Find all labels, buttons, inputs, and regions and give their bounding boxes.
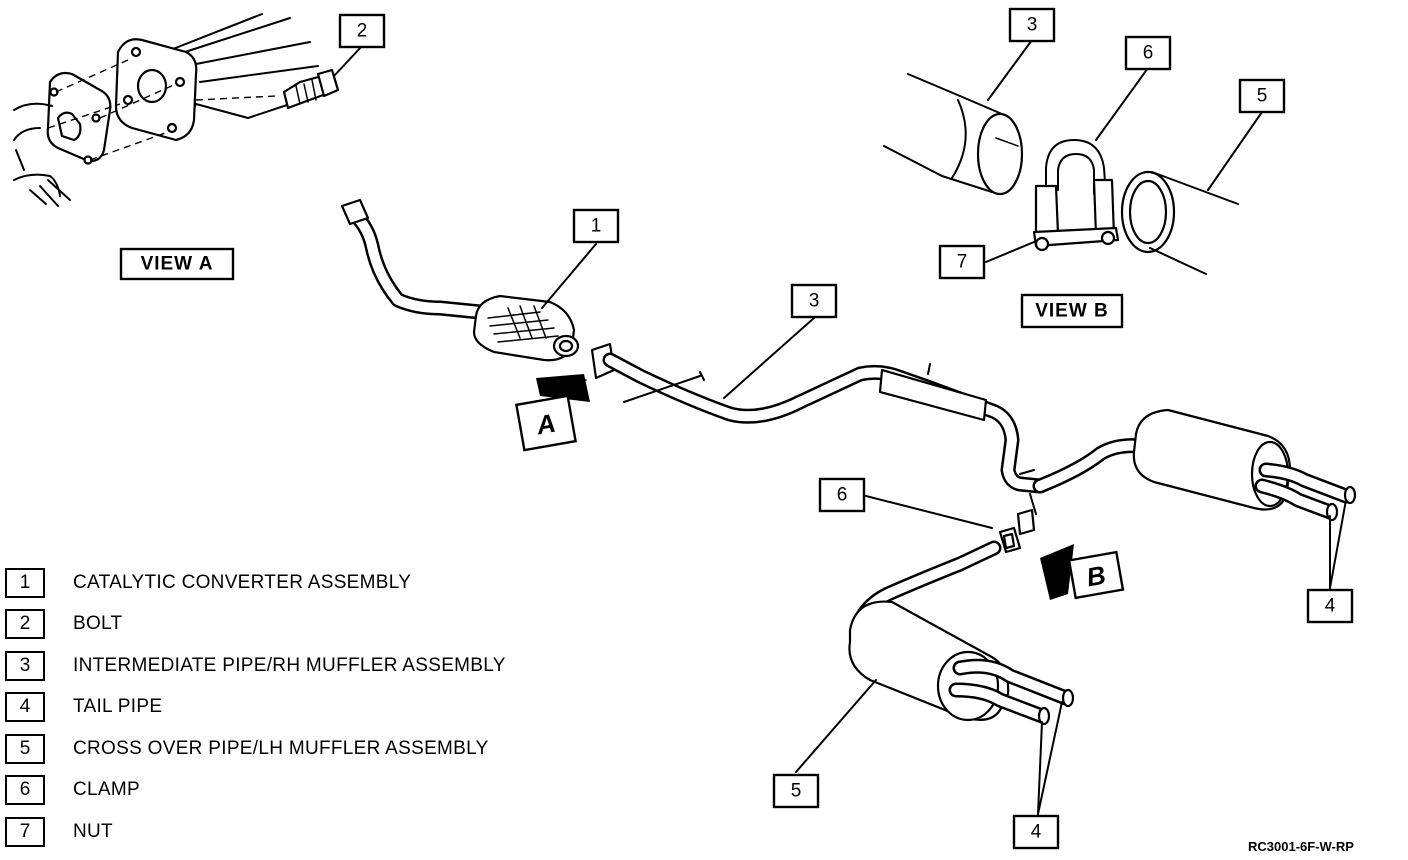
- part-number-6: 6: [837, 485, 848, 506]
- legend-number: 7: [5, 816, 45, 847]
- view-b-part-number-5-box: 5: [1238, 78, 1286, 114]
- part-number-4-rh-box: 4: [1306, 588, 1354, 624]
- legend-label: INTERMEDIATE PIPE/RH MUFFLER ASSEMBLY: [73, 654, 506, 676]
- view-b-part-number-6-box: 6: [1124, 35, 1172, 71]
- legend-label: CLAMP: [73, 779, 140, 801]
- legend-row: 1 CATALYTIC CONVERTER ASSEMBLY: [5, 562, 605, 604]
- leader-lines: [333, 39, 1347, 815]
- part-number-4-lh-box: 4: [1012, 814, 1060, 850]
- view-arrow-b: [1040, 544, 1125, 600]
- catalytic-converter-graphic: [472, 294, 580, 362]
- view-a-label-box: VIEW A: [119, 247, 235, 281]
- part-number-3: 3: [809, 291, 820, 312]
- view-b-detail: [883, 73, 1239, 275]
- legend-label: TAIL PIPE: [73, 696, 163, 718]
- part-number-2: 2: [357, 21, 368, 42]
- legend-label: BOLT: [73, 613, 123, 635]
- view-b-part-number-7: 7: [957, 252, 968, 273]
- bolt-graphic: [282, 68, 340, 110]
- legend-row: 6 CLAMP: [5, 770, 605, 812]
- view-a-label: VIEW A: [141, 254, 214, 275]
- part-number-1: 1: [591, 216, 602, 237]
- view-b-label-box: VIEW B: [1020, 293, 1124, 329]
- view-b-part-number-3-box: 3: [1008, 7, 1056, 43]
- legend-label: CATALYTIC CONVERTER ASSEMBLY: [73, 571, 412, 593]
- legend-row: 4 TAIL PIPE: [5, 687, 605, 729]
- legend-row: 5 CROSS OVER PIPE/LH MUFFLER ASSEMBLY: [5, 728, 605, 770]
- legend-number: 5: [5, 733, 45, 764]
- part-number-5: 5: [791, 781, 802, 802]
- part-number-4-lh: 4: [1031, 822, 1042, 843]
- callout-letter-b: B: [1084, 560, 1108, 593]
- view-b-label: VIEW B: [1035, 301, 1109, 322]
- legend-number: 3: [5, 650, 45, 681]
- view-b-part-number-5: 5: [1257, 86, 1268, 107]
- part-number-2-box: 2: [338, 13, 386, 49]
- legend-label: NUT: [73, 820, 113, 842]
- figure-code: RC3001-6F-W-RP: [1248, 839, 1354, 854]
- part-number-5-box: 5: [772, 773, 820, 809]
- legend-number: 2: [5, 609, 45, 640]
- legend-number: 1: [5, 567, 45, 598]
- view-b-part-number-7-box: 7: [938, 244, 986, 280]
- view-b-part-number-6: 6: [1143, 43, 1154, 64]
- legend-row: 2 BOLT: [5, 604, 605, 646]
- legend-row: 3 INTERMEDIATE PIPE/RH MUFFLER ASSEMBLY: [5, 645, 605, 687]
- legend-number: 4: [5, 692, 45, 723]
- exhaust-assembly: [340, 198, 1357, 726]
- parts-legend: 1 CATALYTIC CONVERTER ASSEMBLY 2 BOLT 3 INTER…: [5, 562, 605, 853]
- view-a-detail: [13, 13, 340, 207]
- view-b-part-number-3: 3: [1027, 15, 1038, 36]
- view-arrow-a: [515, 374, 590, 452]
- legend-label: CROSS OVER PIPE/LH MUFFLER ASSEMBLY: [73, 737, 489, 759]
- part-number-6-box: 6: [818, 477, 866, 513]
- legend-row: 7 NUT: [5, 811, 605, 853]
- legend-number: 6: [5, 775, 45, 806]
- part-number-1-box: 1: [572, 208, 620, 244]
- part-number-3-box: 3: [790, 283, 838, 319]
- part-number-4-rh: 4: [1325, 596, 1336, 617]
